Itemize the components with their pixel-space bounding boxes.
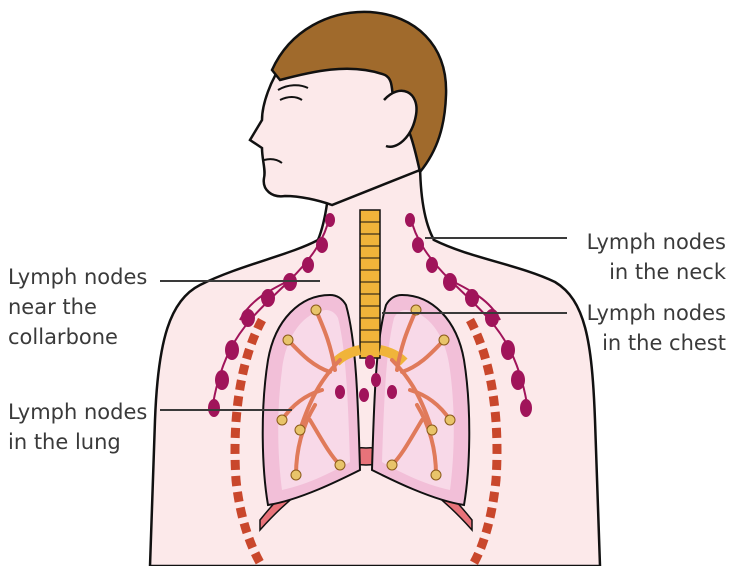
lymph-node-neck-left-3 (302, 257, 314, 273)
lymph-node-lung-left (335, 385, 345, 399)
lymph-node-neck-right-1 (405, 213, 415, 227)
lymph-node-axilla-right-3 (520, 399, 532, 417)
lymph-node-neck-right-2 (412, 237, 424, 253)
lymph-node-axilla-right-1 (501, 340, 515, 360)
label-lung-line2: in the lung (8, 427, 147, 457)
label-neck-line2: in the neck (587, 257, 726, 287)
lymph-node-neck-left-1 (325, 213, 335, 227)
lymph-node-collar-left-3 (241, 309, 255, 327)
lymph-node-collar-right-2 (465, 289, 479, 307)
label-lymph-nodes-collarbone: Lymph nodes near the collarbone (8, 262, 147, 352)
lymph-node-chest-3 (359, 388, 369, 402)
label-chest-line1: Lymph nodes (587, 298, 726, 328)
lymph-node-axilla-left-2 (215, 370, 229, 390)
label-lymph-nodes-lung: Lymph nodes in the lung (8, 397, 147, 457)
label-collar-line2: near the (8, 292, 147, 322)
lymph-node-neck-right-3 (426, 257, 438, 273)
lymph-node-lung-right (387, 385, 397, 399)
lymph-node-collar-right-3 (485, 309, 499, 327)
label-lung-line1: Lymph nodes (8, 397, 147, 427)
lymph-node-chest-2 (371, 373, 381, 387)
lymph-node-axilla-right-2 (511, 370, 525, 390)
label-collar-line1: Lymph nodes (8, 262, 147, 292)
lymph-node-neck-left-2 (316, 237, 328, 253)
label-neck-line1: Lymph nodes (587, 227, 726, 257)
label-collar-line3: collarbone (8, 322, 147, 352)
label-lymph-nodes-neck: Lymph nodes in the neck (587, 227, 726, 287)
lymph-node-chest-1 (365, 355, 375, 369)
lymph-node-axilla-left-1 (225, 340, 239, 360)
label-chest-line2: in the chest (587, 328, 726, 358)
label-lymph-nodes-chest: Lymph nodes in the chest (587, 298, 726, 358)
lymph-node-collar-left-2 (261, 289, 275, 307)
lymph-node-axilla-left-3 (208, 399, 220, 417)
lymph-node-collar-right-1 (443, 273, 457, 291)
